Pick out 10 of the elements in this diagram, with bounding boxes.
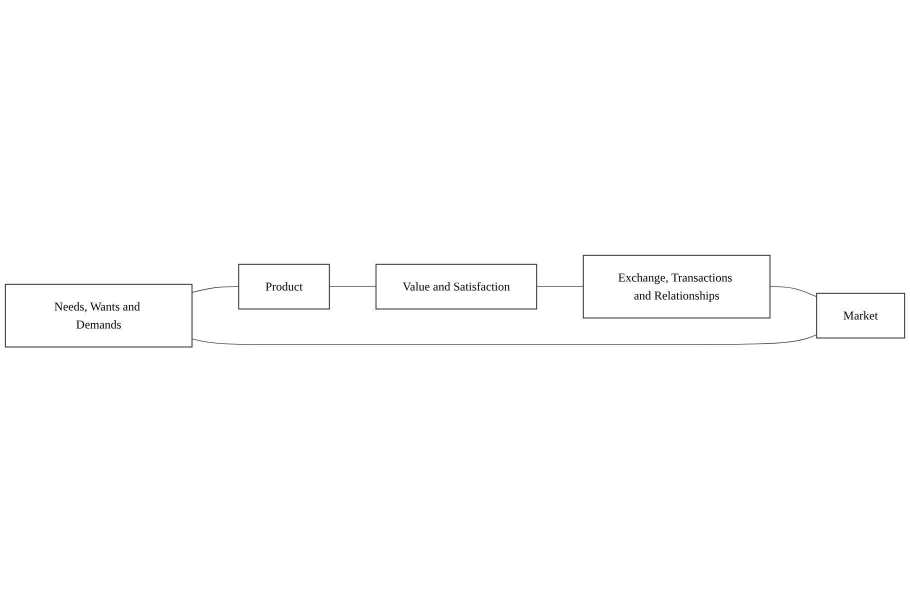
connector (192, 334, 817, 346)
node-box: Market (816, 293, 906, 339)
connector (770, 286, 817, 298)
connector (192, 286, 240, 294)
node-box: Exchange, Transactions and Relationships (582, 255, 770, 319)
connector (536, 286, 584, 288)
node-box: Value and Satisfaction (376, 264, 538, 310)
node-box: Product (238, 264, 330, 310)
node-box: Needs, Wants and Demands (4, 284, 193, 348)
connector (329, 286, 376, 288)
